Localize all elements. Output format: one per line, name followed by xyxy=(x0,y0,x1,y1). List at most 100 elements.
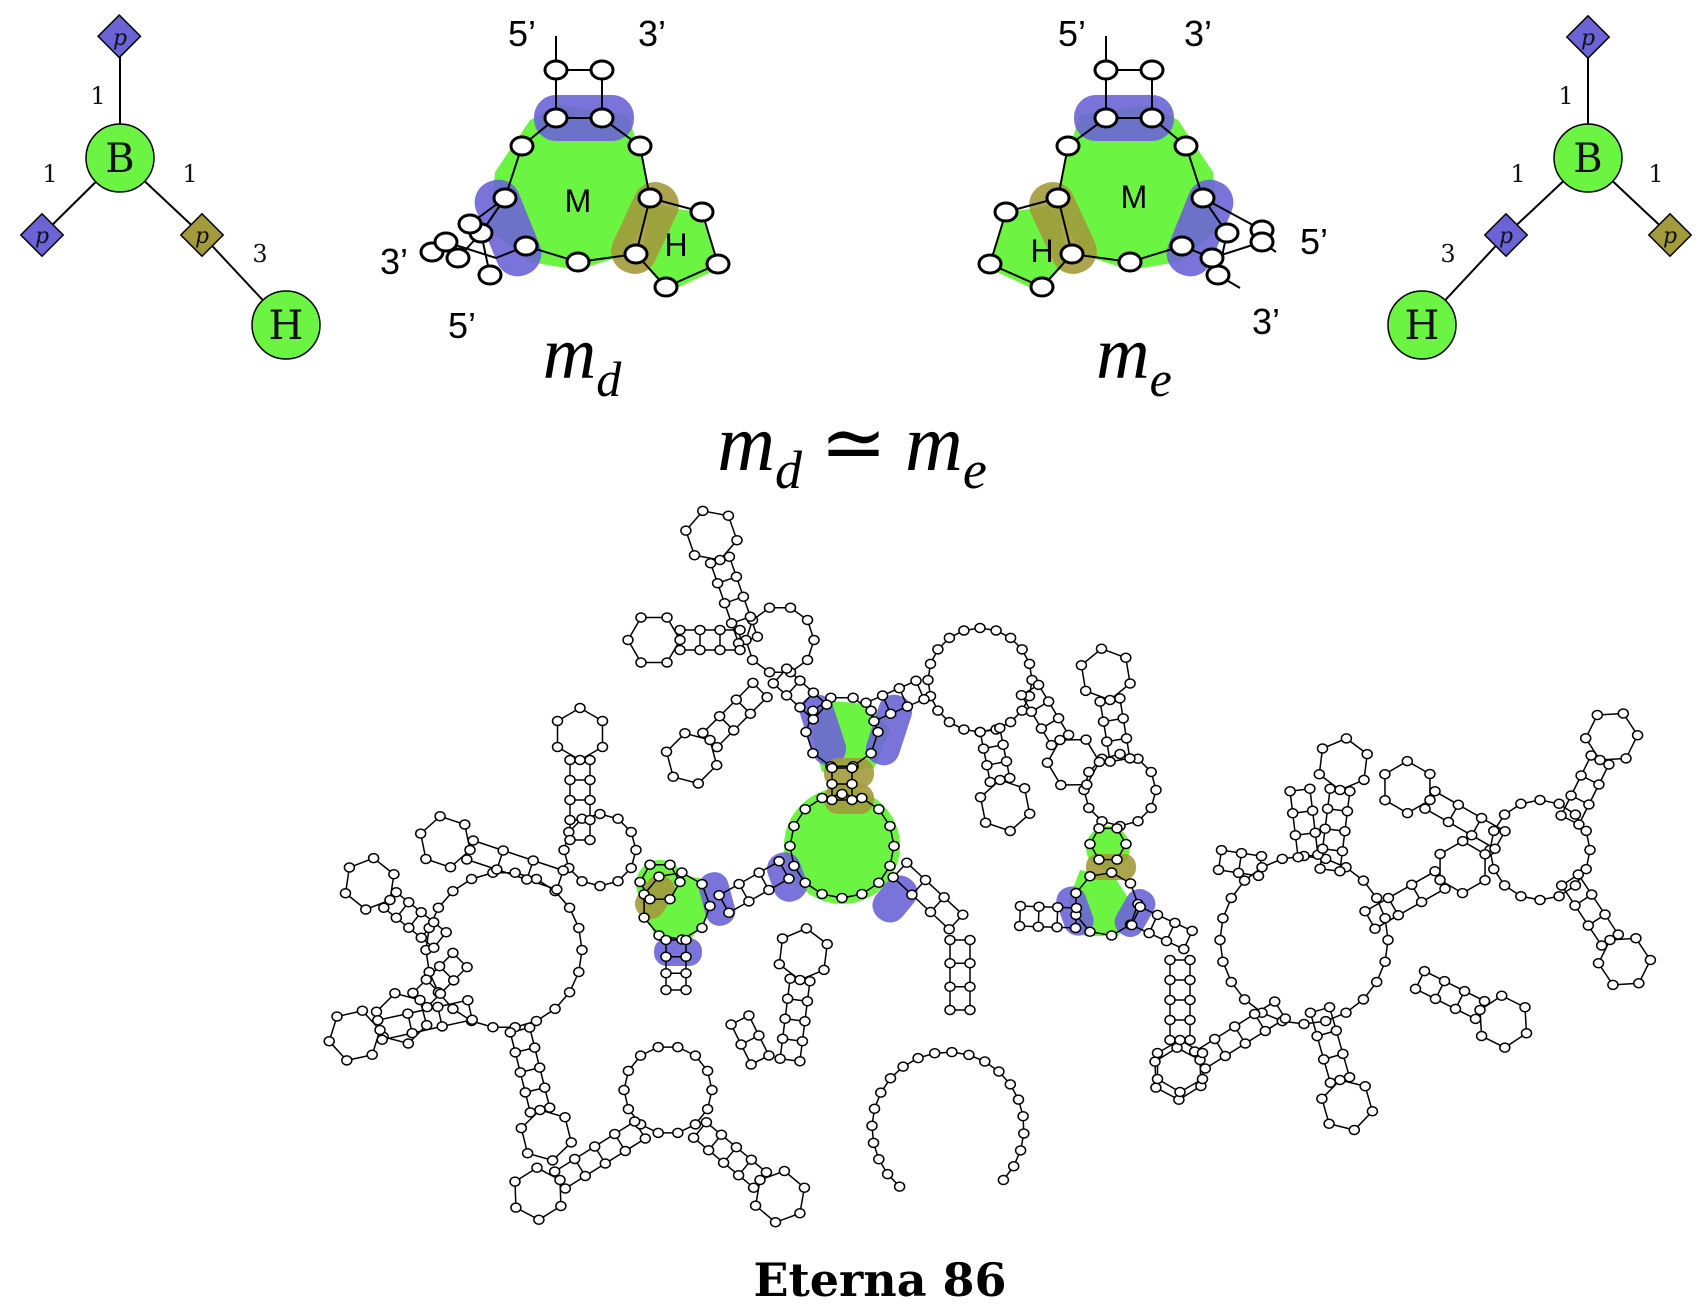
structure-nucleotide xyxy=(1458,985,1471,997)
structure-nucleotide xyxy=(1114,693,1126,704)
structure-nucleotide xyxy=(1042,696,1055,707)
structure-backbone-segment xyxy=(1364,870,1436,912)
structure-nucleotide xyxy=(1018,783,1031,794)
structure-nucleotide xyxy=(461,854,473,865)
structure-nucleotide xyxy=(1186,925,1198,937)
structure-nucleotide xyxy=(860,697,872,709)
structure-nucleotide xyxy=(689,1119,702,1130)
structure-nucleotide xyxy=(1045,739,1058,751)
motif-d-nucleotide xyxy=(589,107,615,129)
structure-nucleotide xyxy=(390,886,402,898)
structure-nucleotide xyxy=(1309,827,1322,839)
structure-nucleotide xyxy=(1120,733,1133,744)
tree-left-p-node-left xyxy=(19,212,65,258)
structure-nucleotide xyxy=(932,644,944,655)
structure-nucleotide xyxy=(718,598,731,609)
structure-backbone-segment xyxy=(1119,698,1131,759)
structure-nucleotide xyxy=(434,988,447,999)
structure-nucleotide xyxy=(1151,909,1164,921)
structure-nucleotide xyxy=(679,728,691,739)
structure-nucleotide xyxy=(1184,954,1196,966)
structure-nucleotide xyxy=(1617,708,1630,719)
structure-nucleotide xyxy=(557,865,569,876)
structure-nucleotide xyxy=(1357,875,1370,886)
structure-nucleotide xyxy=(884,708,897,720)
motif-d-nucleotide xyxy=(705,253,731,275)
structure-nucleotide xyxy=(672,1041,684,1053)
motif-e-hairpin-label: H xyxy=(1030,233,1053,269)
structure-nucleotide xyxy=(1114,748,1126,760)
structure-nucleotide xyxy=(1631,729,1644,741)
structure-nucleotide xyxy=(564,774,576,786)
structure-nucleotide xyxy=(794,702,806,713)
structure-nucleotide xyxy=(1594,754,1606,766)
structure-nucleotide xyxy=(928,1047,941,1059)
structure-nucleotide xyxy=(1149,1056,1161,1067)
structure-nucleotide xyxy=(543,1102,556,1113)
structure-nucleotide xyxy=(1012,1094,1025,1105)
equivalence-right-sub: e xyxy=(963,440,987,500)
structure-nucleotide xyxy=(800,923,813,934)
tree-left-edge-right-label: 1 xyxy=(182,160,197,188)
structure-backbone-segment xyxy=(643,871,711,941)
structure-nucleotide xyxy=(910,675,922,687)
structure-nucleotide xyxy=(1196,1073,1209,1085)
structure-nucleotide xyxy=(1289,829,1302,841)
structure-nucleotide xyxy=(781,993,794,1005)
structure-nucleotide xyxy=(1248,1008,1261,1020)
structure-nucleotide xyxy=(1424,768,1436,780)
structure-nucleotide xyxy=(1083,802,1095,814)
tree-left-hairpin-node xyxy=(251,290,321,360)
structure-nucleotide xyxy=(906,889,918,900)
structure-nucleotide xyxy=(367,852,380,864)
structure-nucleotide xyxy=(1449,1003,1462,1015)
structure-nucleotide xyxy=(865,747,877,759)
structure-nucleotide xyxy=(1164,1034,1176,1046)
structure-nucleotide xyxy=(734,624,746,636)
structure-nucleotide xyxy=(794,1055,806,1067)
motif-e-multiloop-label: M xyxy=(1121,179,1148,215)
structure-nucleotide xyxy=(943,716,956,728)
structure-nucleotide xyxy=(1018,1128,1030,1139)
structure-nucleotide xyxy=(1023,808,1036,820)
structure-nucleotide xyxy=(415,932,428,944)
structure-nucleotide xyxy=(491,864,503,875)
structure-nucleotide xyxy=(1344,785,1356,797)
structure-nucleotide xyxy=(1644,954,1657,966)
structure-nucleotide xyxy=(1124,678,1136,689)
motif-d-nucleotide xyxy=(623,243,649,265)
central-multiloop-fill xyxy=(784,788,900,904)
structure-nucleotide xyxy=(548,1166,561,1177)
structure-nucleotide xyxy=(946,1046,958,1058)
structure-nucleotide xyxy=(1337,1048,1349,1060)
structure-nucleotide xyxy=(1104,694,1116,706)
structure-nucleotide xyxy=(428,942,440,954)
structure-nucleotide xyxy=(773,856,785,867)
structure-nucleotide xyxy=(652,1127,664,1139)
structure-nucleotide xyxy=(427,916,440,928)
structure-nucleotide xyxy=(1573,819,1585,830)
structure-nucleotide xyxy=(1583,799,1595,810)
structure-nucleotide xyxy=(744,708,757,719)
structure-nucleotide xyxy=(618,1084,630,1096)
structure-nucleotide xyxy=(1014,900,1027,912)
structure-nucleotide xyxy=(723,551,736,562)
structure-nucleotide xyxy=(1392,910,1405,921)
motif-e-end-right-3: 3’ xyxy=(1252,301,1280,342)
motif-d-nucleotide xyxy=(627,135,653,157)
tree-right-p-node-left xyxy=(1483,212,1529,258)
motif-d-nucleotide xyxy=(509,135,535,157)
structure-nucleotides xyxy=(323,505,1657,1228)
structure-backbone-segment xyxy=(1578,764,1610,825)
structure-nucleotide xyxy=(887,872,899,883)
tree-left-root-label: B xyxy=(105,136,134,182)
structure-nucleotide xyxy=(515,1122,528,1134)
structure-nucleotide xyxy=(1015,689,1028,701)
motif-e-nucleotide xyxy=(1059,243,1085,265)
structure-nucleotide xyxy=(1382,892,1395,904)
tree-right-root-node xyxy=(1553,123,1623,193)
structure-nucleotide xyxy=(674,634,686,646)
structure-nucleotide xyxy=(901,701,914,712)
structure-nucleotide xyxy=(1324,1077,1337,1088)
structure-nucleotide xyxy=(527,855,539,866)
